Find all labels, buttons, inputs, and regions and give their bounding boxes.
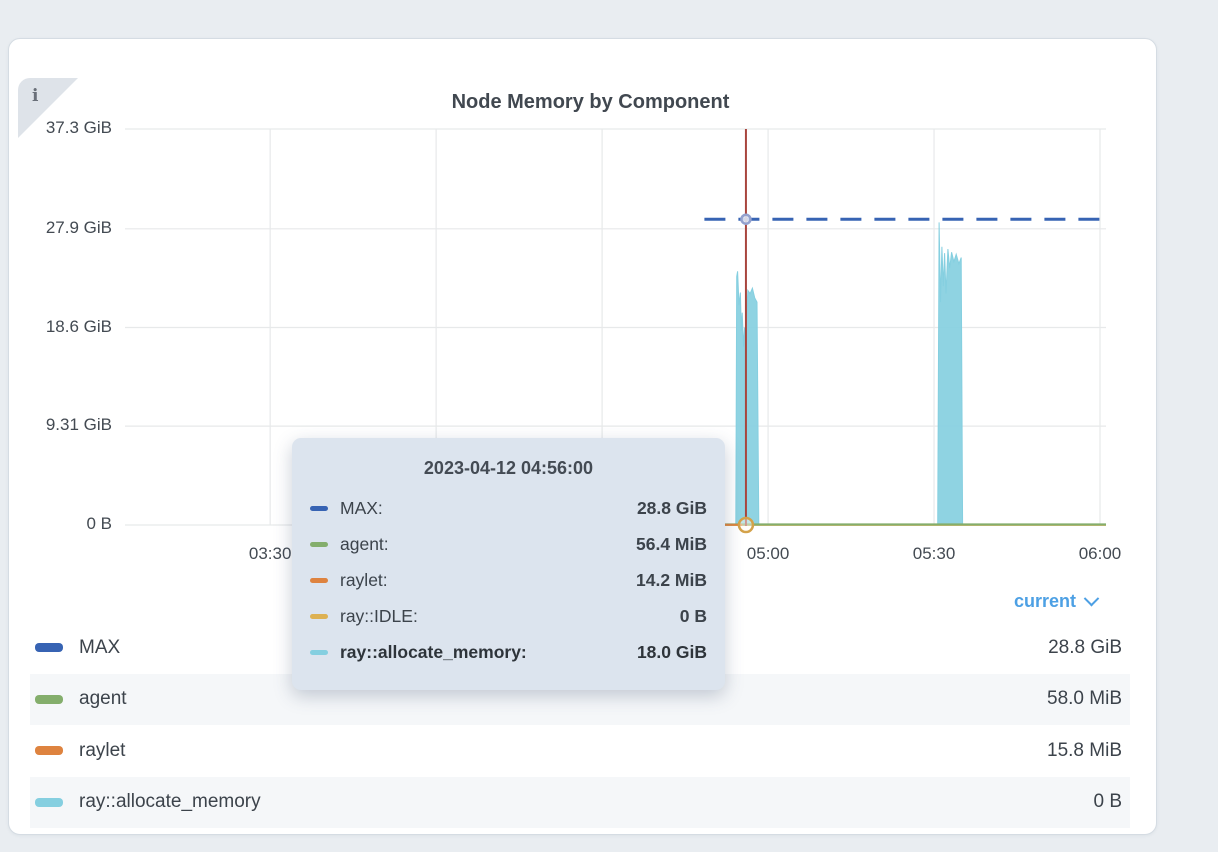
tooltip-row-ray-idle: ray::IDLE: 0 B <box>310 598 707 634</box>
series-swatch-max <box>35 643 63 653</box>
y-tick-label: 27.9 GiB <box>45 217 112 237</box>
tooltip-value: 28.8 GiB <box>636 497 707 518</box>
y-tick-label: 18.6 GiB <box>45 316 112 336</box>
chevron-down-icon <box>1083 590 1100 606</box>
y-tick-label: 9.31 GiB <box>45 415 112 435</box>
tooltip-label: ray::IDLE: <box>340 605 418 626</box>
tooltip-row-raylet: raylet: 14.2 MiB <box>310 562 707 598</box>
series-swatch-max <box>310 505 328 511</box>
y-tick-label: 37.3 GiB <box>45 118 112 137</box>
legend-label-ray-allocate-memory[interactable]: ray::allocate_memory <box>79 791 261 813</box>
tooltip-value: 0 B <box>679 605 707 626</box>
panel-title[interactable]: Node Memory by Component <box>451 91 730 113</box>
tooltip-label: raylet: <box>340 569 388 590</box>
x-tick-label: 05:30 <box>912 544 956 563</box>
tooltip-row-ray-allocate-memory: ray::allocate_memory: 18.0 GiB <box>310 634 707 670</box>
legend-label-agent[interactable]: agent <box>79 688 127 710</box>
tooltip-timestamp: 2023-04-12 04:56:00 <box>423 458 594 478</box>
tooltip-label: ray::allocate_memory: <box>340 641 527 662</box>
y-tick-label: 0 B <box>86 514 112 533</box>
series-area-ray-allocate-memory <box>707 222 1106 526</box>
tooltip-label: MAX: <box>340 497 383 518</box>
legend: MAX 28.8 GiB agent 58.0 MiB raylet 15.8 … <box>30 622 1130 828</box>
x-tick-label: 05:00 <box>746 544 790 563</box>
series-swatch-raylet <box>310 577 328 583</box>
series-swatch-agent <box>310 541 328 547</box>
legend-row-ray-allocate-memory: ray::allocate_memory 0 B <box>30 776 1130 828</box>
tooltip-value: 14.2 MiB <box>636 569 707 590</box>
series-swatch-ray-allocate-memory <box>35 797 63 807</box>
series-swatch-agent <box>35 694 63 704</box>
legend-label-raylet[interactable]: raylet <box>79 739 126 761</box>
tooltip-value: 56.4 MiB <box>636 533 707 554</box>
legend-value-agent: 58.0 MiB <box>1047 688 1122 710</box>
series-swatch-ray-allocate-memory <box>310 649 328 655</box>
tooltip-row-max: MAX: 28.8 GiB <box>310 490 707 526</box>
series-swatch-ray-idle <box>310 613 328 619</box>
hover-marker-max <box>740 213 752 225</box>
legend-value-raylet: 15.8 MiB <box>1047 739 1122 761</box>
tooltip-value: 18.0 GiB <box>636 641 707 662</box>
legend-sort-label: current <box>1013 590 1076 611</box>
legend-sort-current[interactable]: current <box>1013 589 1100 613</box>
info-icon: i <box>32 86 39 106</box>
series-swatch-raylet <box>35 746 63 756</box>
legend-label-max[interactable]: MAX <box>79 636 121 658</box>
tooltip-label: agent: <box>340 533 389 554</box>
legend-row-max: MAX 28.8 GiB <box>30 622 1130 674</box>
chart-tooltip: 2023-04-12 04:56:00 MAX: 28.8 GiB agent:… <box>292 438 725 690</box>
legend-value-ray-allocate-memory: 0 B <box>1093 791 1122 813</box>
legend-value-max: 28.8 GiB <box>1048 636 1122 658</box>
x-tick-label: 06:00 <box>1078 544 1122 563</box>
hover-marker-ray-idle <box>737 516 755 534</box>
legend-row-raylet: raylet 15.8 MiB <box>30 725 1130 777</box>
tooltip-row-agent: agent: 56.4 MiB <box>310 526 707 562</box>
x-tick-label: 03:30 <box>248 544 292 563</box>
